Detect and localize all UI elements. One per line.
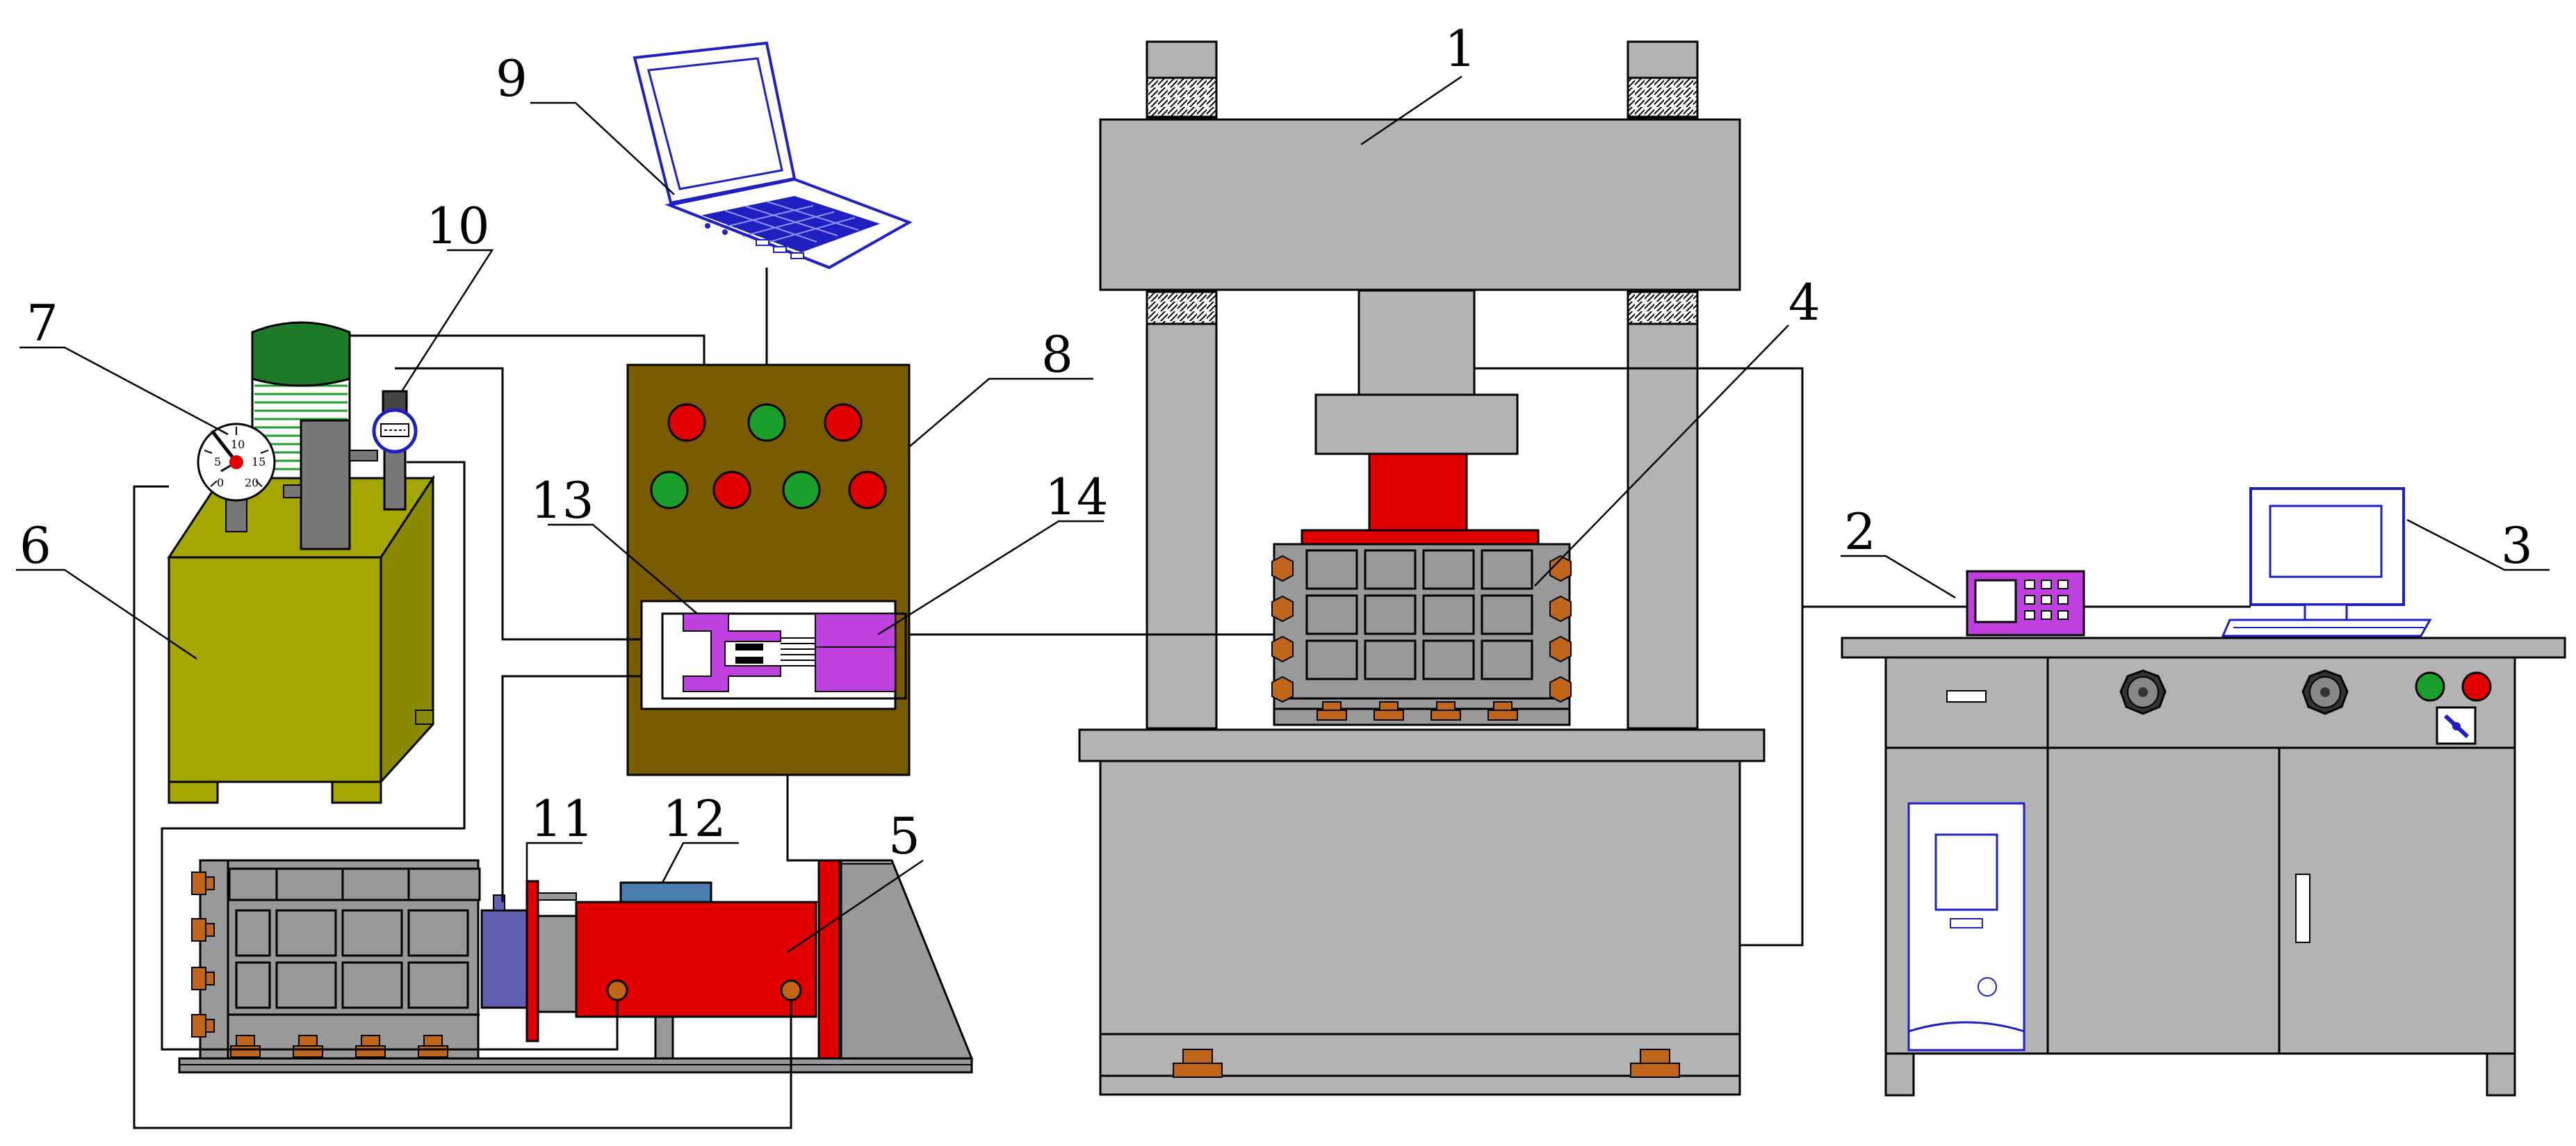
testing-console	[1841, 487, 2566, 1097]
handwheel	[2301, 669, 2349, 715]
desktop-computer	[2221, 487, 2432, 637]
handwheel	[2119, 669, 2167, 715]
label-4: 4	[1788, 273, 1820, 331]
gauge-tick: 0	[217, 476, 224, 489]
leader-7	[19, 346, 229, 436]
gauge-tick: 10	[231, 438, 245, 451]
label-5: 5	[888, 807, 920, 865]
control-cabinet	[626, 363, 911, 776]
indicator-lamp-red	[712, 470, 751, 509]
hydraulic-pump-station: 10 5 15 0 20	[167, 321, 435, 804]
indicator-lamp-red	[824, 403, 863, 442]
connection-wires	[133, 268, 2251, 1129]
label-9: 9	[496, 49, 528, 108]
indicator-lamp-green	[650, 470, 689, 509]
data-acquisition-instrument	[1966, 570, 2085, 637]
gauge-tick: 20	[245, 476, 259, 489]
leader-8	[908, 377, 1093, 448]
gauge-tick: 15	[252, 455, 266, 468]
horizontal-loading-unit	[178, 859, 974, 1074]
host-tower	[1907, 802, 2025, 1051]
leader-1	[1360, 75, 1462, 146]
callout-labels: 1 2 3 4 5 6 7 8 9 10 11 12 13 14	[19, 19, 2533, 865]
label-2: 2	[1844, 502, 1876, 561]
label-8: 8	[1041, 325, 1073, 384]
leader-lines	[16, 75, 2550, 953]
leader-9	[530, 101, 675, 195]
leader-6	[16, 568, 197, 660]
start-button-icon	[2415, 671, 2445, 702]
test-box-in-frame	[1271, 543, 1572, 726]
leader-5	[787, 859, 924, 953]
leader-13	[548, 523, 698, 614]
gauge-tick: 5	[214, 455, 221, 468]
pressure-gauge: 10 5 15 0 20	[197, 423, 276, 502]
leader-14	[877, 520, 1104, 636]
leader-11	[525, 842, 582, 881]
laptop	[633, 41, 913, 270]
label-6: 6	[19, 516, 51, 575]
label-1: 1	[1444, 19, 1476, 78]
leader-2	[1841, 555, 1956, 599]
stop-button-icon	[2461, 671, 2492, 702]
label-7: 7	[26, 294, 58, 352]
leader-10	[400, 249, 494, 392]
leader-3	[2406, 518, 2550, 571]
indicator-lamp-red	[848, 470, 887, 509]
leader-4	[1534, 325, 1789, 587]
indicator-lamp-green	[782, 470, 821, 509]
label-10: 10	[426, 197, 490, 255]
indicator-lamp-red	[667, 403, 706, 442]
label-13: 13	[530, 471, 594, 530]
label-14: 14	[1045, 468, 1109, 526]
acquisition-board	[661, 612, 907, 700]
label-11: 11	[530, 789, 594, 848]
label-3: 3	[2501, 516, 2533, 575]
leader-12	[661, 842, 739, 883]
indicator-lamp-green	[747, 403, 786, 442]
loading-frame	[1078, 40, 1766, 1096]
label-12: 12	[662, 789, 726, 848]
